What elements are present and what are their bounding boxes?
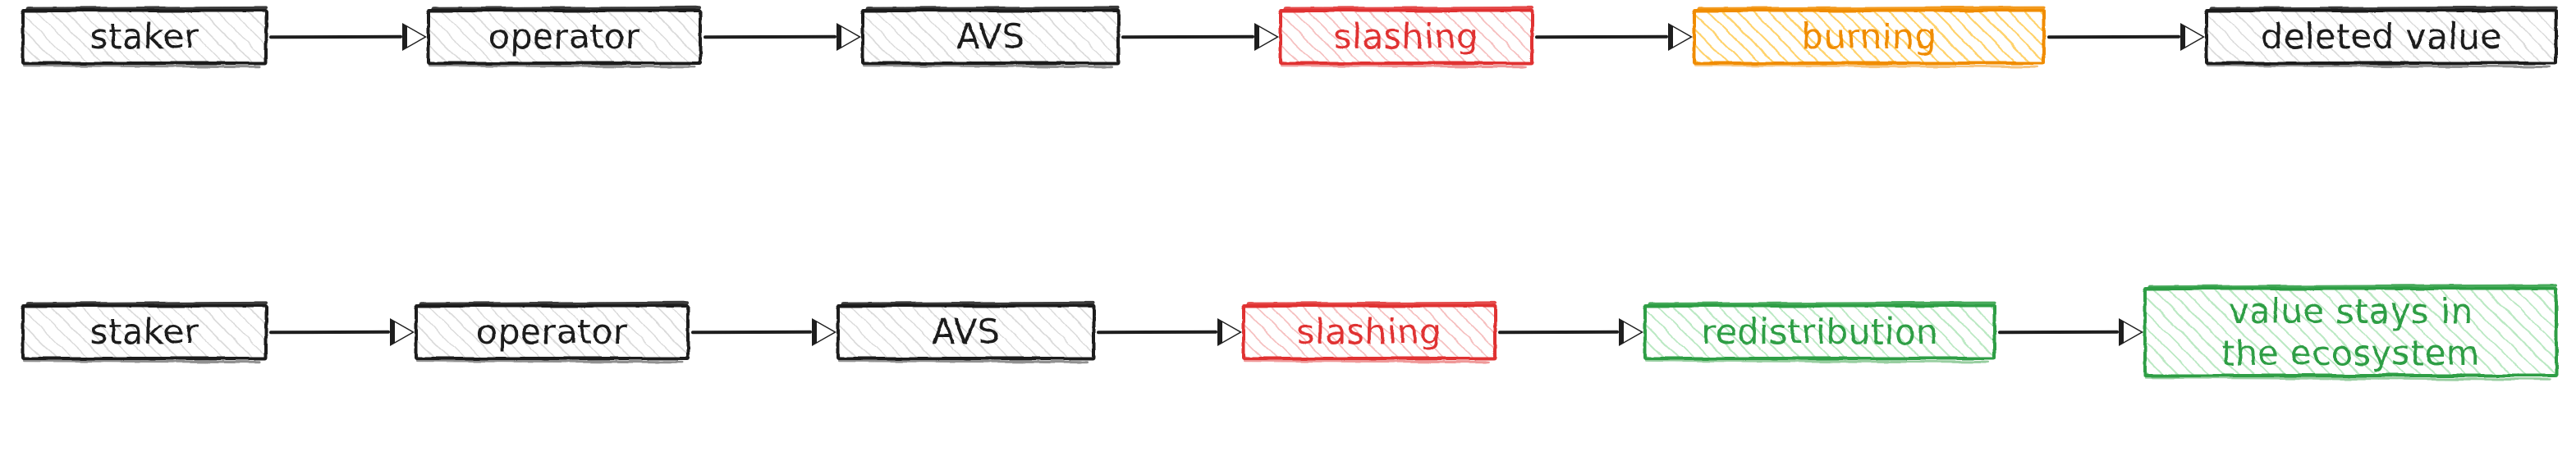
arrow-head-fill: [2124, 322, 2141, 342]
node-staker-row1[interactable]: staker: [21, 9, 268, 65]
flow-row-redistribution: staker operator AVS slashing: [0, 283, 2576, 381]
arrow-head-fill: [407, 27, 424, 47]
arrow-shaft: [268, 34, 403, 39]
arrow-head-fill: [1624, 322, 1641, 342]
connector-avs-slashing-row2: [1095, 316, 1242, 349]
node-label: value stays in the ecosystem: [2221, 290, 2481, 373]
node-label: slashing: [1296, 312, 1442, 353]
connector-avs-slashing-row1: [1120, 21, 1279, 53]
node-staker-row2[interactable]: staker: [21, 304, 268, 360]
node-operator-row1[interactable]: operator: [427, 9, 702, 65]
node-deleted-value-row1[interactable]: deleted value: [2205, 9, 2558, 65]
arrow-head-fill: [841, 27, 859, 47]
node-slashing-row2[interactable]: slashing: [1242, 304, 1497, 360]
node-redistribution-row2[interactable]: redistribution: [1643, 304, 1996, 360]
arrow-shaft: [1997, 330, 2120, 335]
arrow-head-fill: [817, 322, 834, 342]
arrow-head-fill: [395, 322, 412, 342]
arrow-shaft: [268, 330, 391, 335]
node-label: slashing: [1333, 16, 1479, 57]
connector-burning-deletedvalue-row1: [2046, 21, 2205, 53]
node-label: AVS: [956, 16, 1024, 57]
connector-operator-avs-row2: [690, 316, 837, 349]
node-label: staker: [89, 312, 199, 353]
node-slashing-row1[interactable]: slashing: [1279, 9, 1533, 65]
arrow-shaft: [1096, 330, 1218, 335]
connector-slashing-redistribution-row2: [1497, 316, 1643, 349]
connector-staker-operator-row1: [268, 21, 427, 53]
flow-row-burning: staker operator AVS slashing: [0, 0, 2576, 74]
node-label: burning: [1801, 16, 1937, 57]
node-operator-row2[interactable]: operator: [415, 304, 690, 360]
arrow-shaft: [1534, 34, 1669, 39]
arrow-shaft: [690, 330, 813, 335]
connector-operator-avs-row1: [702, 21, 861, 53]
arrow-head-fill: [1259, 27, 1277, 47]
node-avs-row1[interactable]: AVS: [861, 9, 1120, 65]
connector-slashing-burning-row1: [1533, 21, 1693, 53]
node-avs-row2[interactable]: AVS: [837, 304, 1095, 360]
arrow-shaft: [1497, 330, 1620, 335]
node-label: operator: [488, 16, 640, 57]
node-label: deleted value: [2261, 16, 2502, 57]
node-label: operator: [476, 312, 628, 353]
arrow-head-fill: [2185, 27, 2202, 47]
arrow-head-fill: [1222, 322, 1240, 342]
arrow-shaft: [703, 34, 837, 39]
node-value-stays-in-the-ecosystem-row2[interactable]: value stays in the ecosystem: [2143, 287, 2558, 377]
arrow-shaft: [1121, 34, 1255, 39]
node-label: AVS: [932, 312, 1000, 353]
connector-staker-operator-row2: [268, 316, 415, 349]
connector-redistribution-value-row2: [1996, 316, 2143, 349]
arrow-head-fill: [1673, 27, 1690, 47]
node-label: staker: [89, 16, 199, 57]
node-label: redistribution: [1701, 312, 1939, 353]
node-burning-row1[interactable]: burning: [1693, 9, 2046, 65]
arrow-shaft: [2047, 34, 2181, 39]
